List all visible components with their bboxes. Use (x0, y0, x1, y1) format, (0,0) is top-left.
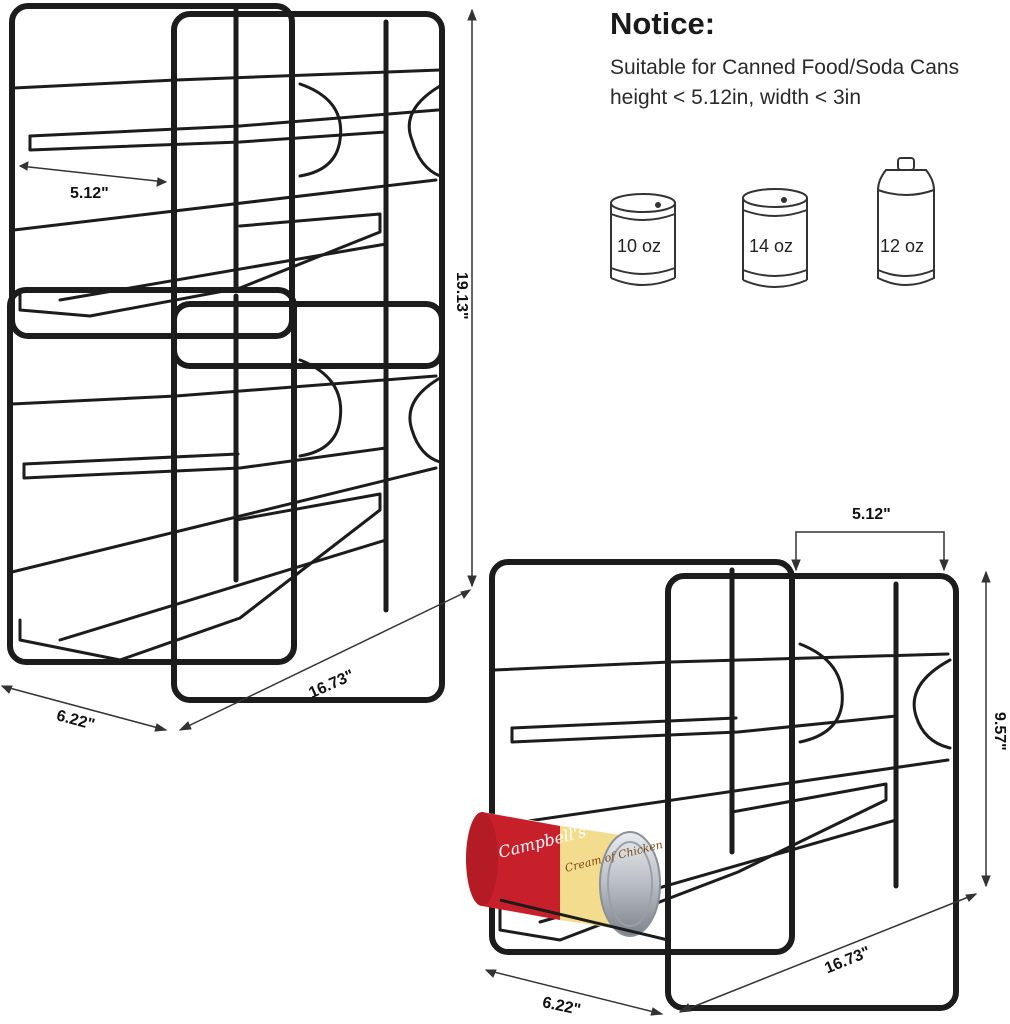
single-rack (489, 559, 959, 1011)
can-size-label: 14 oz (749, 236, 794, 256)
notice-title: Notice: (610, 6, 716, 41)
can-size-label: 12 oz (880, 236, 925, 256)
single-height-label: 9.57" (991, 712, 1008, 751)
single-inner-width-label: 5.12" (852, 506, 891, 523)
notice-size-limit-text: height < 5.12in, width < 3in (610, 86, 862, 109)
can-size-label: 10 oz (617, 236, 662, 256)
notice-suitability-text: Suitable for Canned Food/Soda Cans (610, 56, 960, 79)
food-can-icon (610, 193, 676, 286)
soup-can-image: Campbell's Cream of Chicken (466, 812, 669, 942)
stacked-rack-dimensions (0, 8, 477, 732)
single-rack-dimensions (484, 531, 991, 1016)
stacked-height-label: 19.13" (453, 272, 470, 320)
soda-can-icon (877, 157, 935, 286)
stacked-inner-width-label: 5.12" (70, 185, 109, 202)
stacked-rack (7, 3, 445, 703)
food-can-icon (742, 188, 808, 288)
can-icons (610, 157, 935, 288)
